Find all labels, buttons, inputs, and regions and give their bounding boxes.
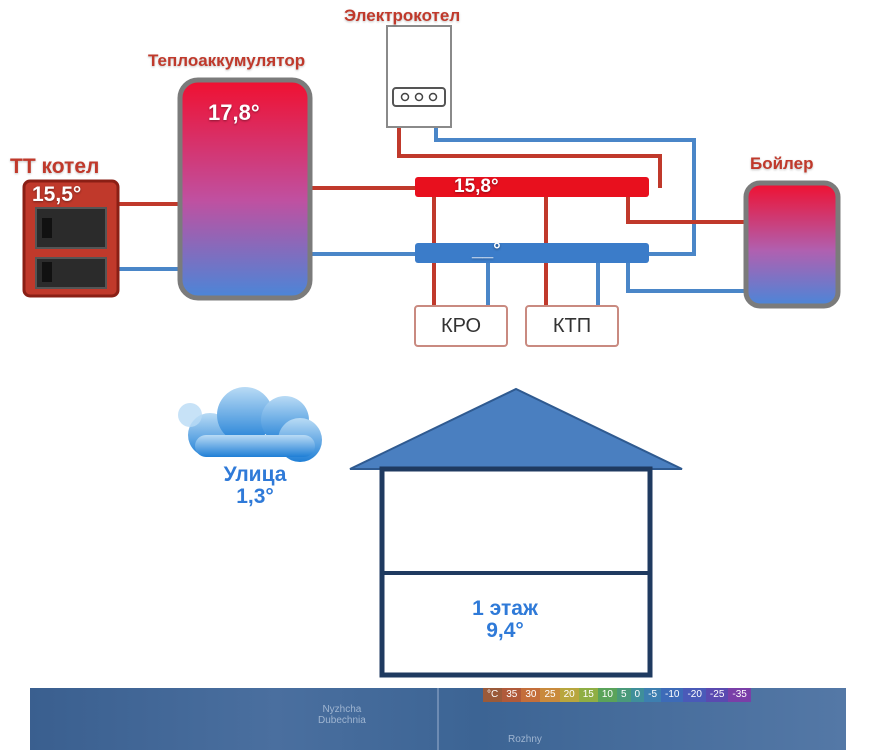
legend-value: 0 [630, 688, 645, 702]
supply-manifold-temp: 15,8° [454, 176, 499, 197]
legend-value: -10 [661, 688, 684, 702]
legend-value: 20 [559, 688, 579, 702]
street-label: Улица [223, 463, 287, 486]
legend-value: -20 [683, 688, 706, 702]
legend-unit: °C [483, 688, 503, 702]
return-manifold-temp: __° [472, 240, 501, 261]
supply-manifold [415, 177, 649, 197]
ktp-label: КТП [552, 314, 592, 337]
legend-value: 30 [521, 688, 541, 702]
map-divider [437, 688, 439, 750]
legend-value: 15 [578, 688, 598, 702]
legend-value: 35 [502, 688, 522, 702]
water-heater-tank [743, 180, 841, 309]
ktp-box [525, 305, 619, 347]
tt-boiler-temp: 15,5° [32, 183, 82, 206]
heat-accumulator-temp: 17,8° [208, 100, 260, 125]
legend-value: 10 [597, 688, 617, 702]
street-block: Улица 1,3° [190, 464, 320, 508]
heat-accumulator-label: Теплоаккумулятор [148, 51, 306, 70]
kro-label: КРО [440, 314, 482, 337]
pipes [117, 127, 748, 306]
legend-value: 25 [540, 688, 560, 702]
cloud-icon [178, 387, 322, 462]
street-temp: 1,3° [236, 485, 274, 508]
return-manifold [415, 243, 649, 263]
electric-boiler [386, 25, 452, 128]
kro-box [414, 305, 508, 347]
floor1-temp: 9,4° [486, 619, 524, 642]
floor1-label: 1 этаж [472, 597, 538, 620]
legend-value: -25 [705, 688, 729, 702]
tt-boiler-label: ТТ котел [10, 155, 100, 178]
electric-boiler-label: Электрокотел [344, 6, 461, 25]
legend-value: 5 [616, 688, 631, 702]
tt-boiler [22, 179, 120, 298]
floor1-block: 1 этаж 9,4° [430, 598, 580, 642]
water-heater-label: Бойлер [750, 154, 814, 173]
legend-value: -5 [644, 688, 662, 702]
weather-map[interactable]: Nyzhcha Dubechnia Rozhny [30, 688, 846, 750]
map-town-label: Rozhny [508, 734, 542, 745]
heat-accumulator-tank [177, 77, 313, 301]
house [349, 387, 683, 678]
heating-diagram [22, 25, 841, 678]
map-town-label: Nyzhcha Dubechnia [318, 704, 366, 726]
legend-value: -35 [728, 688, 751, 702]
